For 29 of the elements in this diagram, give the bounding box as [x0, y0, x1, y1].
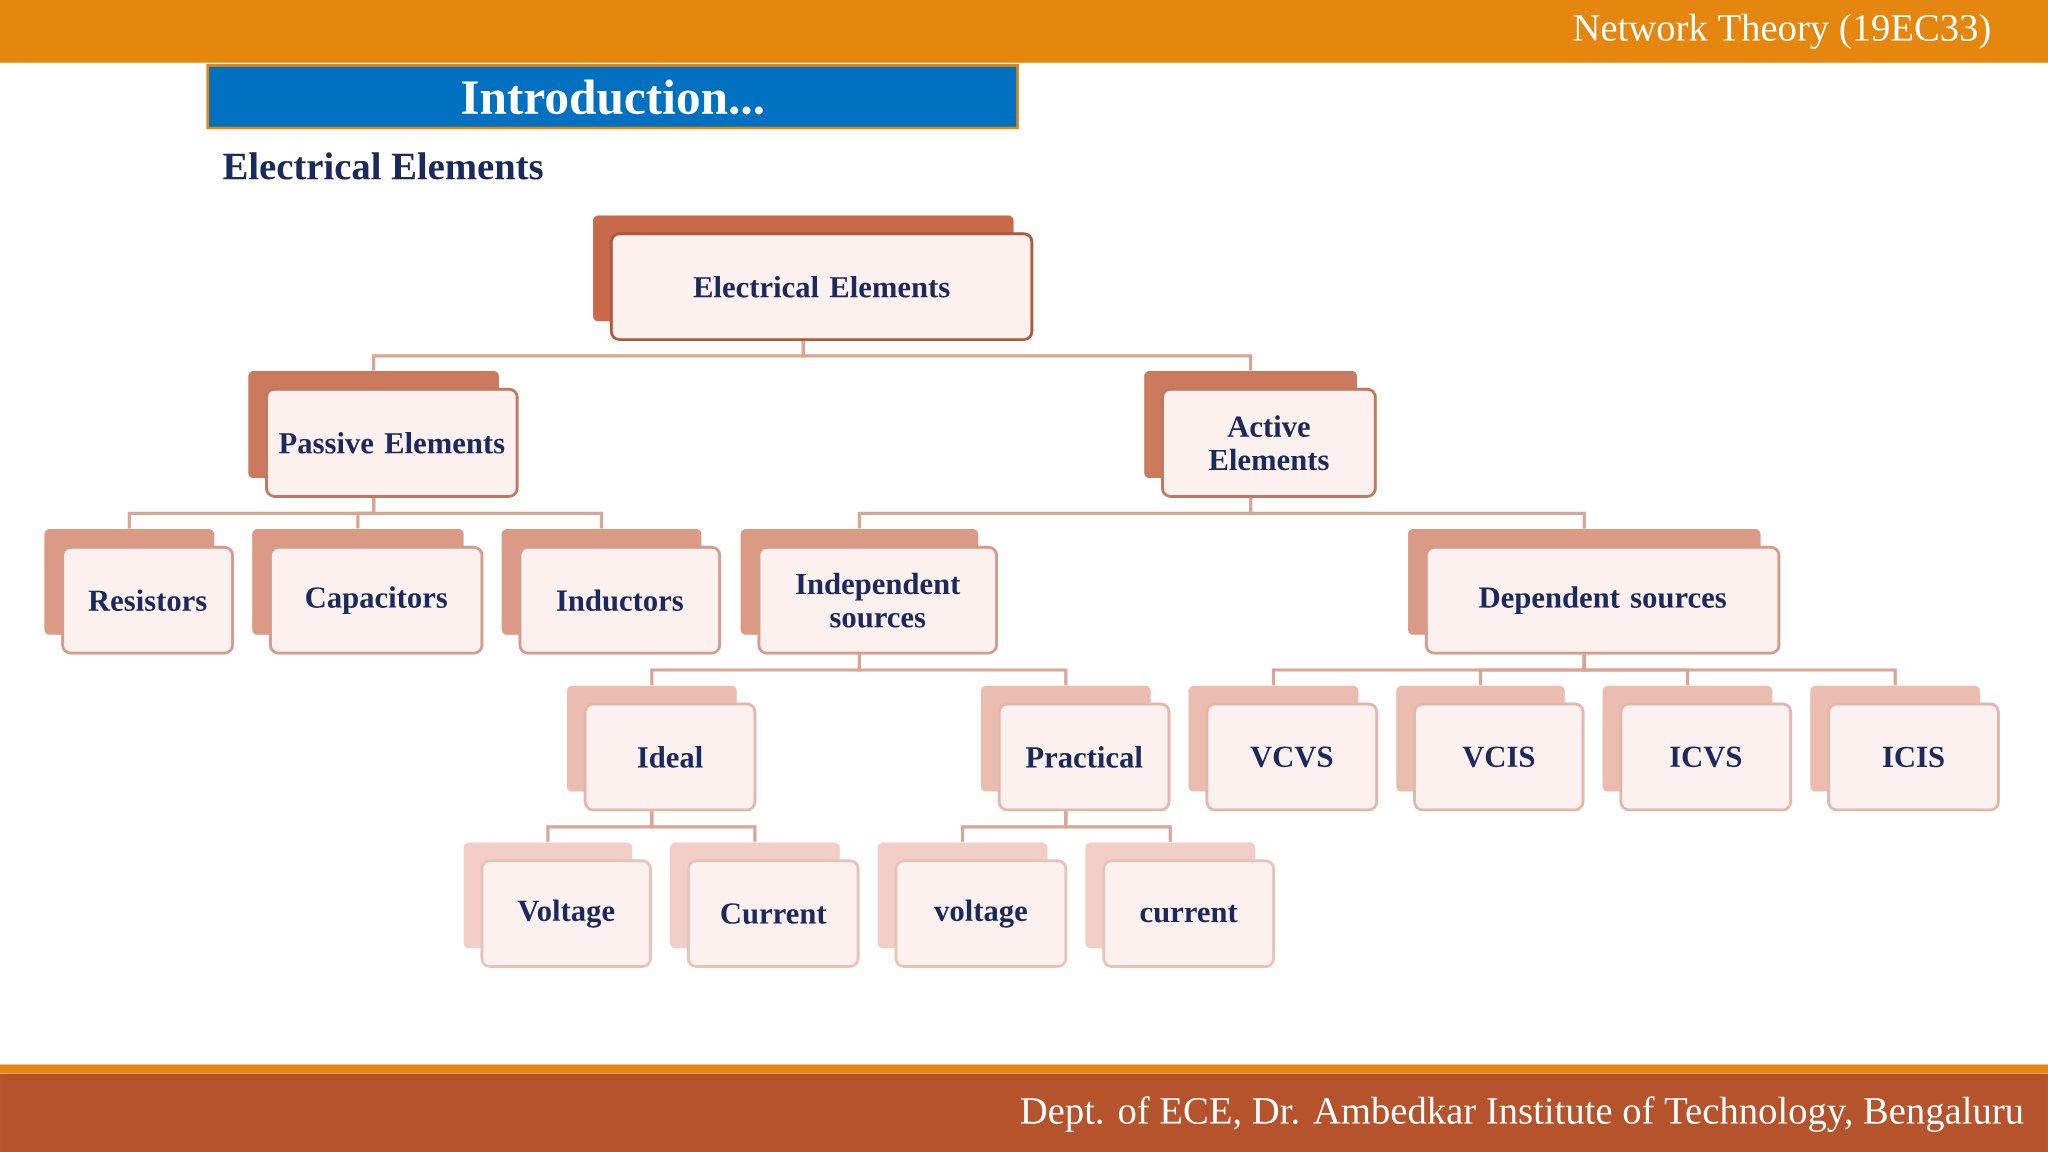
connector-line [1582, 654, 1897, 686]
connector-line [372, 497, 604, 529]
element-box: VCVS [1188, 685, 1379, 812]
footer-text: Dept. of ECE, Dr. Ambedkar Institute of Technology, Bengaluru [1020, 1096, 2024, 1132]
element-box: current [1085, 842, 1275, 968]
element-box: Passive Elements [248, 370, 519, 498]
element-box: Ideal [566, 685, 757, 812]
element-box: Resistors [44, 529, 234, 655]
title-banner: Introduction... [206, 64, 1019, 130]
header-text: Network Theory (19EC33) [1573, 13, 1990, 49]
element-box: Active Elements [1144, 370, 1377, 498]
element-box: Capacitors [252, 529, 484, 655]
connector-line [1064, 811, 1172, 842]
element-box: Electrical Elements [593, 215, 1034, 342]
connector-line [857, 654, 1068, 686]
connector-line [801, 341, 1253, 371]
element-box: ICIS [1810, 685, 2000, 812]
element-box: ICVS [1602, 685, 1793, 812]
element-box: VCIS [1396, 685, 1585, 812]
element-box: Practical [980, 685, 1171, 812]
element-box: Independent sources [740, 529, 998, 655]
element-box: Current [670, 842, 860, 968]
element-box: Inductors [501, 529, 722, 655]
subtitle: Electrical Elements [223, 152, 543, 180]
connector-line [1249, 497, 1586, 529]
element-box: Dependent sources [1408, 529, 1781, 655]
element-box: voltage [877, 842, 1068, 968]
connector-line [650, 811, 757, 842]
element-box: Voltage [463, 842, 652, 968]
